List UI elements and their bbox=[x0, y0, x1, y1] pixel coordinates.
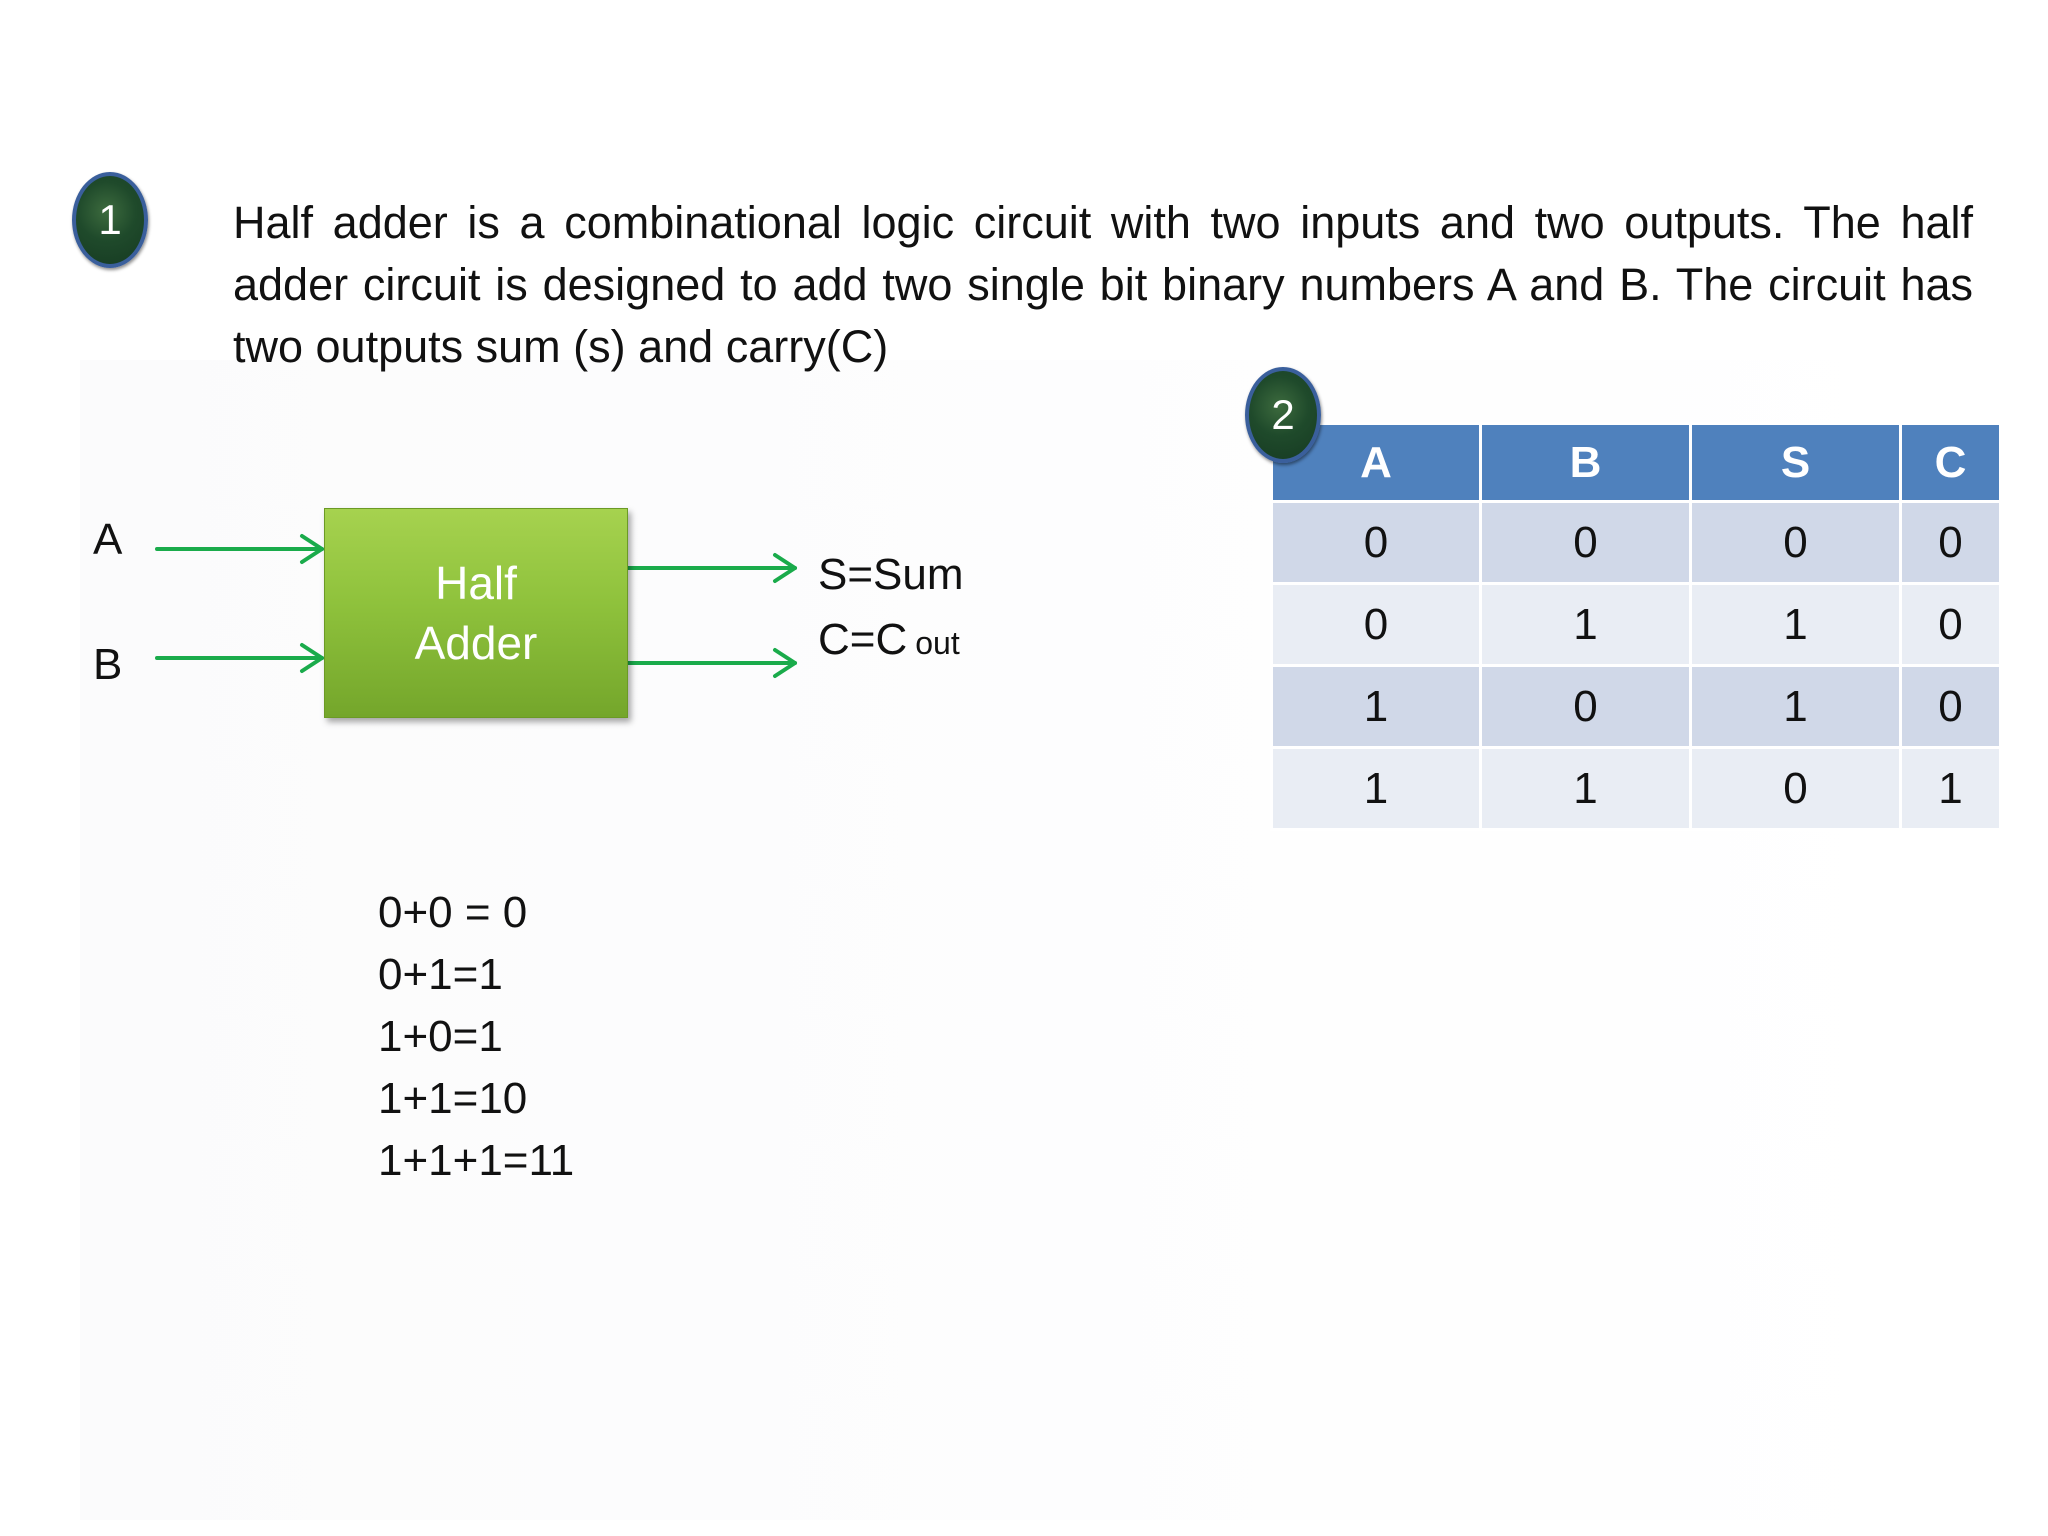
output-sum-label: S=Sum bbox=[818, 550, 964, 599]
cell-s: 1 bbox=[1692, 585, 1899, 664]
cell-c: 0 bbox=[1902, 503, 1999, 582]
cell-c: 0 bbox=[1902, 667, 1999, 746]
cell-b: 1 bbox=[1482, 585, 1689, 664]
adder-block-line1: Half bbox=[435, 557, 517, 609]
cell-b: 1 bbox=[1482, 749, 1689, 828]
header-c: C bbox=[1902, 425, 1999, 500]
cell-b: 0 bbox=[1482, 667, 1689, 746]
cell-c: 1 bbox=[1902, 749, 1999, 828]
cell-b: 0 bbox=[1482, 503, 1689, 582]
list-item: 0+0 = 0 bbox=[378, 888, 528, 937]
cell-s: 0 bbox=[1692, 503, 1899, 582]
cell-s: 1 bbox=[1692, 667, 1899, 746]
header-s: S bbox=[1692, 425, 1899, 500]
half-adder-block: Half Adder bbox=[324, 508, 628, 718]
step-badge-2: 2 bbox=[1245, 367, 1321, 463]
intro-paragraph: Half adder is a combinational logic circ… bbox=[233, 197, 1973, 372]
header-b: B bbox=[1482, 425, 1689, 500]
table-row: 1 0 1 0 bbox=[1273, 667, 1999, 746]
truth-table-header-row: A B S C bbox=[1273, 425, 1999, 500]
table-row: 0 0 0 0 bbox=[1273, 503, 1999, 582]
list-item: 1+0=1 bbox=[378, 1012, 503, 1061]
list-item: 1+1+1=11 bbox=[378, 1136, 575, 1185]
step-badge-1: 1 bbox=[72, 172, 148, 268]
truth-table: A B S C 0 0 0 0 0 1 1 0 1 0 1 0 1 1 0 1 bbox=[1270, 422, 2002, 831]
cell-a: 0 bbox=[1273, 503, 1479, 582]
cell-a: 1 bbox=[1273, 749, 1479, 828]
cell-a: 0 bbox=[1273, 585, 1479, 664]
output-carry-subscript: out bbox=[915, 625, 960, 661]
cell-a: 1 bbox=[1273, 667, 1479, 746]
cell-s: 0 bbox=[1692, 749, 1899, 828]
cell-c: 0 bbox=[1902, 585, 1999, 664]
output-carry-main: C=C bbox=[818, 615, 908, 664]
binary-addition-examples: 0+0 = 0 0+1=1 1+0=1 1+1=10 1+1+1=11 bbox=[378, 882, 574, 1192]
table-row: 0 1 1 0 bbox=[1273, 585, 1999, 664]
input-label-a: A bbox=[93, 515, 123, 564]
list-item: 1+1=10 bbox=[378, 1074, 528, 1123]
table-row: 1 1 0 1 bbox=[1273, 749, 1999, 828]
list-item: 0+1=1 bbox=[378, 950, 503, 999]
input-label-b: B bbox=[93, 640, 123, 689]
adder-block-line2: Adder bbox=[414, 617, 538, 669]
